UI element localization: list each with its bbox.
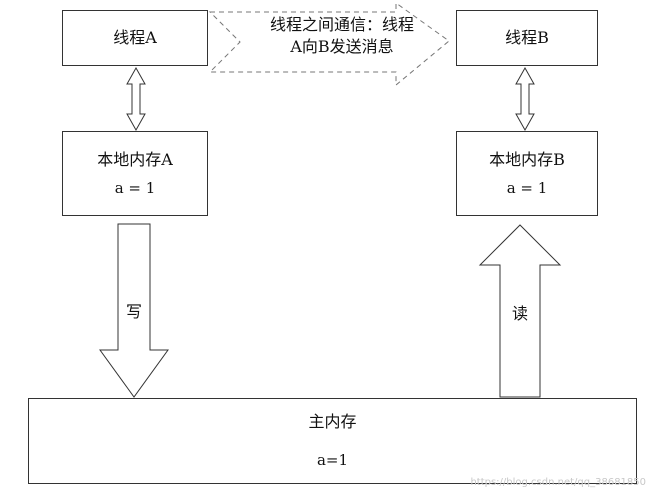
- watermark-text: https://blog.csdn.net/qq_38681850: [470, 477, 646, 488]
- local-memory-b-label: 本地内存B: [489, 149, 565, 169]
- main-memory-label: 主内存: [308, 412, 357, 431]
- local-memory-b-box: 本地内存B a = 1: [456, 131, 598, 216]
- message-line-2: A向B发送消息: [290, 37, 394, 56]
- message-dashed-arrow: [208, 2, 450, 87]
- message-line-1: 线程之间通信：线程: [269, 15, 414, 34]
- thread-a-label: 线程A: [113, 28, 157, 47]
- thread-b-double-arrow: [515, 66, 535, 132]
- read-arrow-label: 读: [512, 304, 529, 323]
- thread-a-box: 线程A: [62, 10, 208, 66]
- message-text: 线程之间通信：线程 A向B发送消息: [232, 14, 452, 58]
- thread-b-box: 线程B: [456, 10, 598, 66]
- local-memory-a-value: a = 1: [114, 178, 156, 197]
- thread-a-double-arrow: [126, 66, 146, 132]
- write-arrow-label: 写: [126, 302, 143, 321]
- write-arrow: [99, 223, 169, 398]
- local-memory-b-value: a = 1: [506, 178, 548, 197]
- local-memory-a-box: 本地内存A a = 1: [62, 131, 208, 216]
- read-arrow: [478, 224, 562, 398]
- thread-b-label: 线程B: [505, 28, 549, 47]
- main-memory-value: a=1: [316, 451, 349, 469]
- main-memory-box: 主内存 a=1: [28, 398, 637, 484]
- local-memory-a-label: 本地内存A: [97, 149, 173, 169]
